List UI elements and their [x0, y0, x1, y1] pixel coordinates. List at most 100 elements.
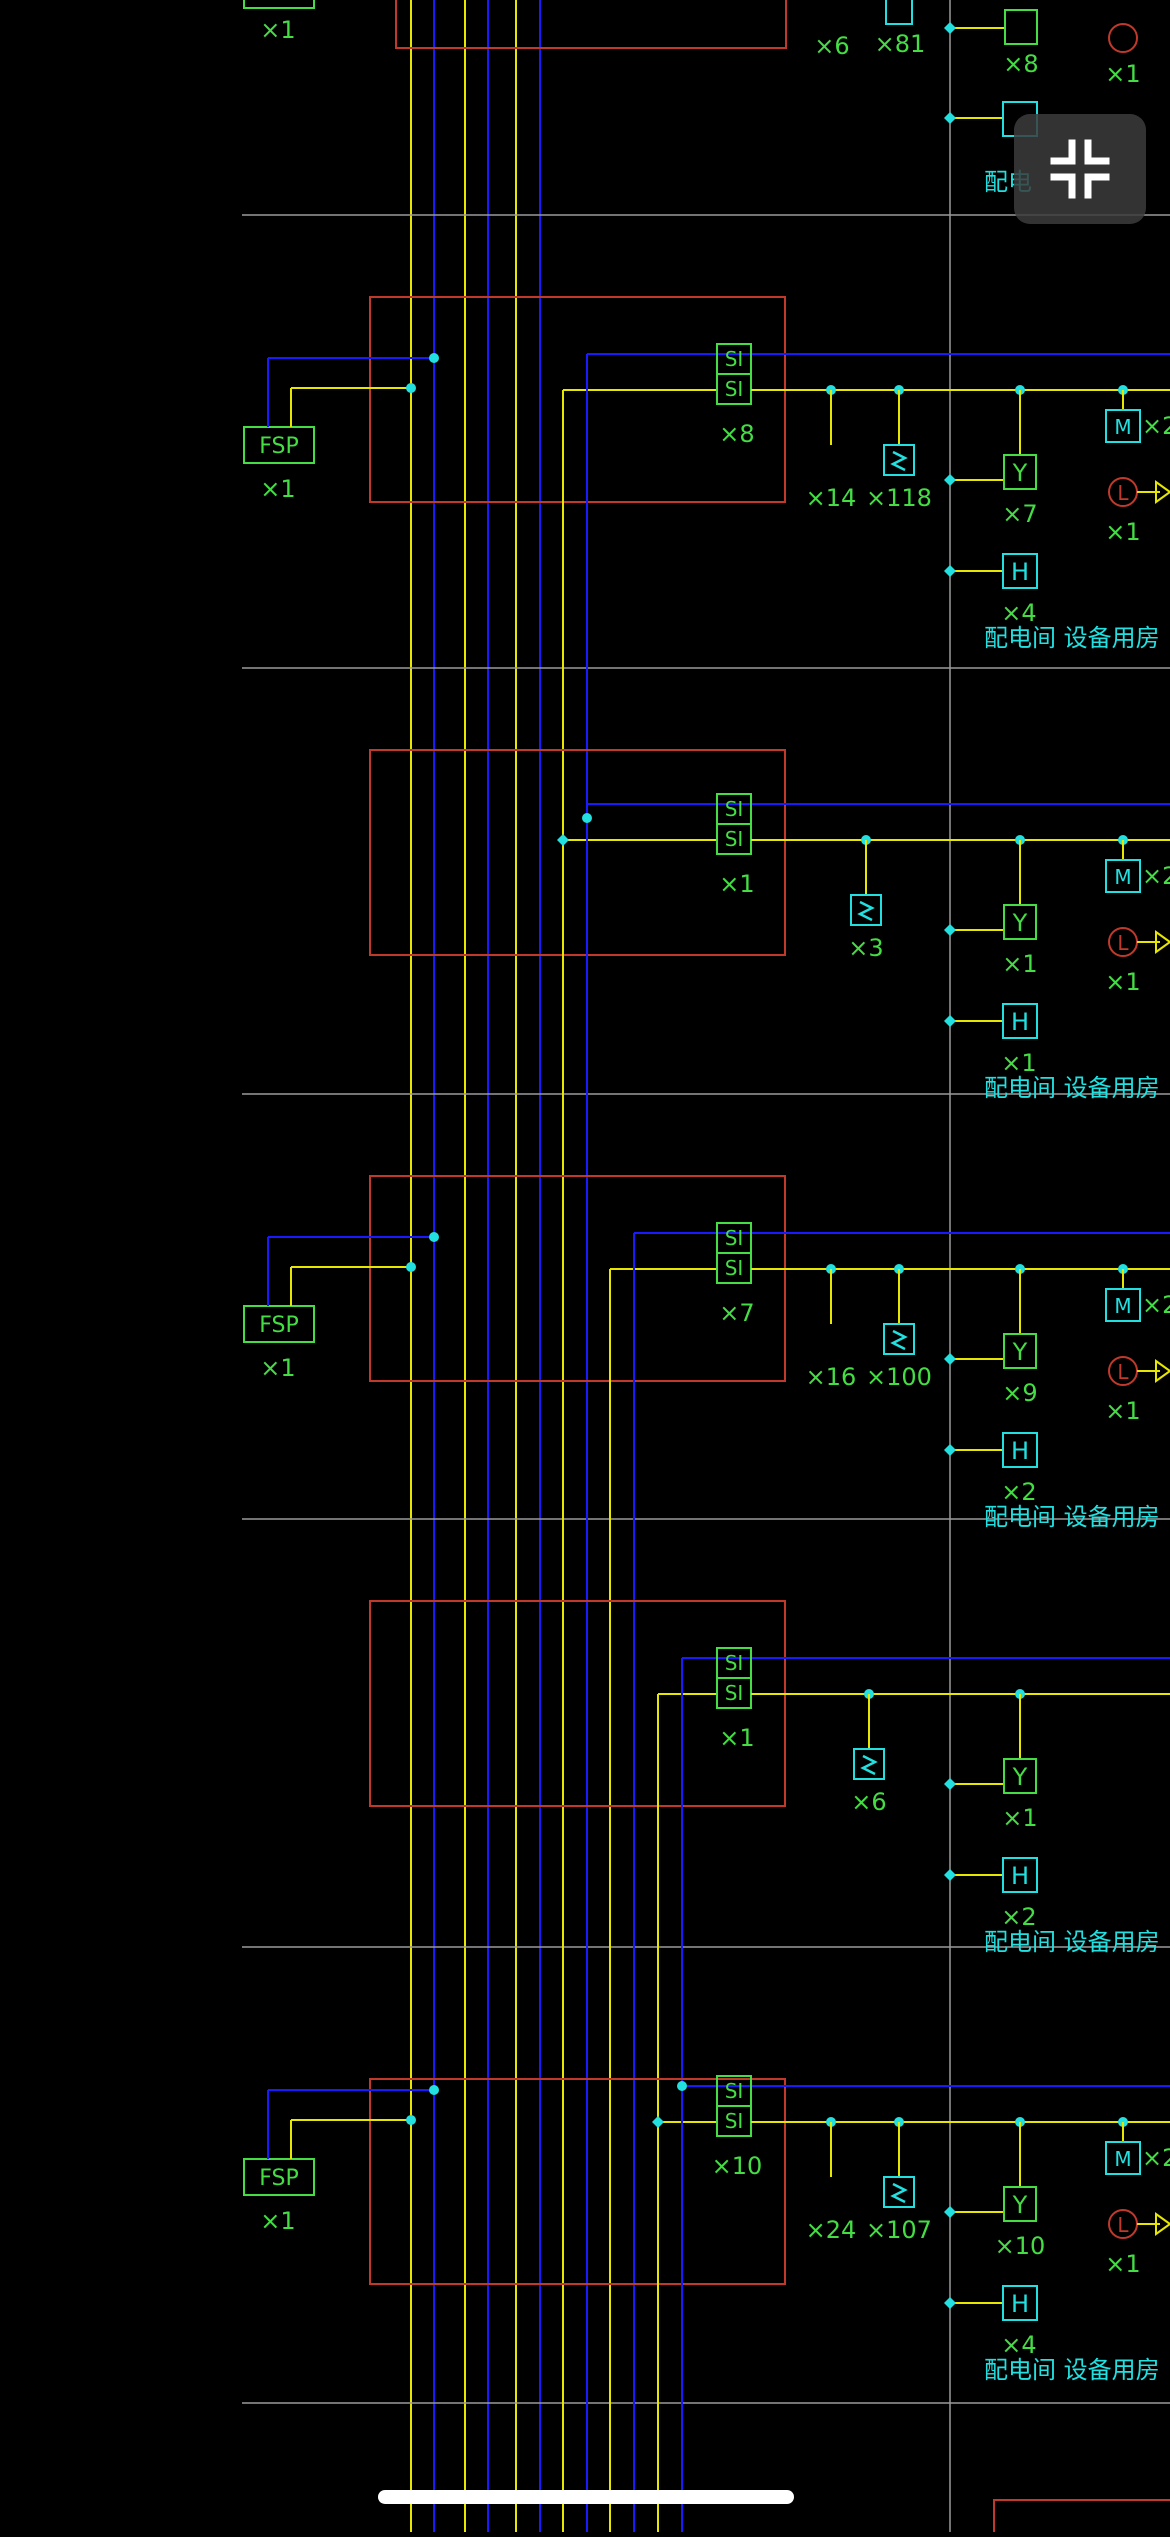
- fsp-box-top: [243, 0, 315, 9]
- h-count: ×1: [1001, 1049, 1036, 1077]
- junction-y-feed: [944, 924, 956, 936]
- fsp-count: ×1: [260, 2207, 295, 2235]
- detector-count-top: ×6: [814, 32, 849, 60]
- room-label: 配电间 设备用房: [984, 1503, 1160, 1531]
- y-count: ×1: [1002, 1804, 1037, 1832]
- h-label: H: [1011, 2290, 1029, 2318]
- manual-count: ×100: [866, 1363, 932, 1391]
- si-label-lower: SI: [725, 1256, 744, 1280]
- junction-blue: [429, 1232, 439, 1242]
- manual-alarm-box: [853, 1748, 885, 1780]
- arrow-icon: [1155, 930, 1170, 954]
- si-label-lower: SI: [725, 1681, 744, 1705]
- l-count: ×1: [1105, 2250, 1140, 2278]
- junction-feeder-blue: [582, 813, 592, 823]
- m-count: ×2: [1142, 862, 1170, 890]
- fsp-count: ×1: [260, 475, 295, 503]
- m-label: M: [1114, 865, 1131, 889]
- exit-fullscreen-button[interactable]: [1014, 114, 1146, 224]
- y-count: ×1: [1002, 950, 1037, 978]
- junction-y-feed: [944, 2206, 956, 2218]
- l-count-top: ×1: [1105, 60, 1140, 88]
- floor-enclosure-bottom: [993, 2499, 1170, 2537]
- si-count: ×7: [719, 1299, 754, 1327]
- m-box: [1105, 1288, 1141, 1322]
- si-label-lower: SI: [725, 827, 744, 851]
- junction-feeder: [652, 2116, 664, 2128]
- room-label: 配电间 设备用房: [984, 624, 1160, 652]
- y-box: [1003, 1758, 1037, 1794]
- h-count: ×2: [1001, 1478, 1036, 1506]
- m-box: [1105, 859, 1141, 893]
- l-count: ×1: [1105, 968, 1140, 996]
- m-box: [1105, 2141, 1141, 2175]
- fsp-box: [243, 1305, 315, 1343]
- m-count: ×2: [1142, 412, 1170, 440]
- junction-y-feed: [944, 1353, 956, 1365]
- junction-yellow: [406, 2115, 416, 2125]
- collapse-icon: [1050, 139, 1110, 199]
- m-box: [1105, 409, 1141, 443]
- y-label: Y: [1012, 1338, 1028, 1366]
- manual-alarm-box: [883, 1323, 915, 1355]
- y-box: [1003, 1333, 1037, 1369]
- junction-h: [944, 1015, 956, 1027]
- home-indicator: [378, 2490, 794, 2504]
- floor-enclosure: [369, 1175, 786, 1382]
- y-box: [1003, 454, 1037, 490]
- manual-alarm-box: [850, 894, 882, 926]
- y-count: ×7: [1002, 500, 1037, 528]
- arrow-icon: [1155, 2212, 1170, 2236]
- junction-blue: [429, 353, 439, 363]
- y-count: ×10: [995, 2232, 1046, 2260]
- si-count: ×10: [712, 2152, 763, 2180]
- si-label-upper: SI: [725, 797, 744, 821]
- si-count: ×1: [719, 1724, 754, 1752]
- manual-alarm-icon: [890, 2182, 908, 2204]
- l-label: L: [1117, 481, 1129, 505]
- y-count-top: ×8: [1003, 50, 1038, 78]
- manual-alarm-icon: [857, 900, 875, 922]
- si-count: ×1: [719, 870, 754, 898]
- y-box: [1003, 2186, 1037, 2222]
- y-label: Y: [1012, 2191, 1028, 2219]
- y-box: [1003, 904, 1037, 940]
- manual-count: ×3: [848, 934, 883, 962]
- l-label: L: [1117, 1360, 1129, 1384]
- floor-enclosure-top: [395, 0, 787, 49]
- junction-y-feed: [944, 1778, 956, 1790]
- manual-alarm-icon: [890, 1329, 908, 1351]
- room-label: 配电间 设备用房: [984, 1074, 1160, 1102]
- floor-enclosure: [369, 749, 786, 956]
- light-icon-top: [1108, 23, 1138, 53]
- m-label: M: [1114, 2147, 1131, 2171]
- junction-yellow: [406, 1262, 416, 1272]
- junction-h: [944, 1444, 956, 1456]
- m-count: ×2: [1142, 1291, 1170, 1319]
- manual-alarm-box: [883, 444, 915, 476]
- m-count: ×2: [1142, 2144, 1170, 2172]
- m-label: M: [1114, 1294, 1131, 1318]
- h-label: H: [1011, 1862, 1029, 1890]
- h-label: H: [1011, 558, 1029, 586]
- manual-alarm-icon: [890, 450, 908, 472]
- floor-enclosure: [369, 1600, 786, 1807]
- room-label: 配电间 设备用房: [984, 2356, 1160, 2384]
- h-count: ×4: [1001, 2331, 1036, 2359]
- h-count: ×4: [1001, 599, 1036, 627]
- h-box: [1002, 1003, 1038, 1039]
- manual-alarm-box-top: [885, 0, 913, 25]
- h-box: [1002, 2285, 1038, 2321]
- junction-feeder-blue: [677, 2081, 687, 2091]
- si-count: ×8: [719, 420, 754, 448]
- si-label-upper: SI: [725, 1651, 744, 1675]
- junction-yellow: [406, 383, 416, 393]
- fsp-count-top: ×1: [260, 16, 295, 44]
- y-count: ×9: [1002, 1379, 1037, 1407]
